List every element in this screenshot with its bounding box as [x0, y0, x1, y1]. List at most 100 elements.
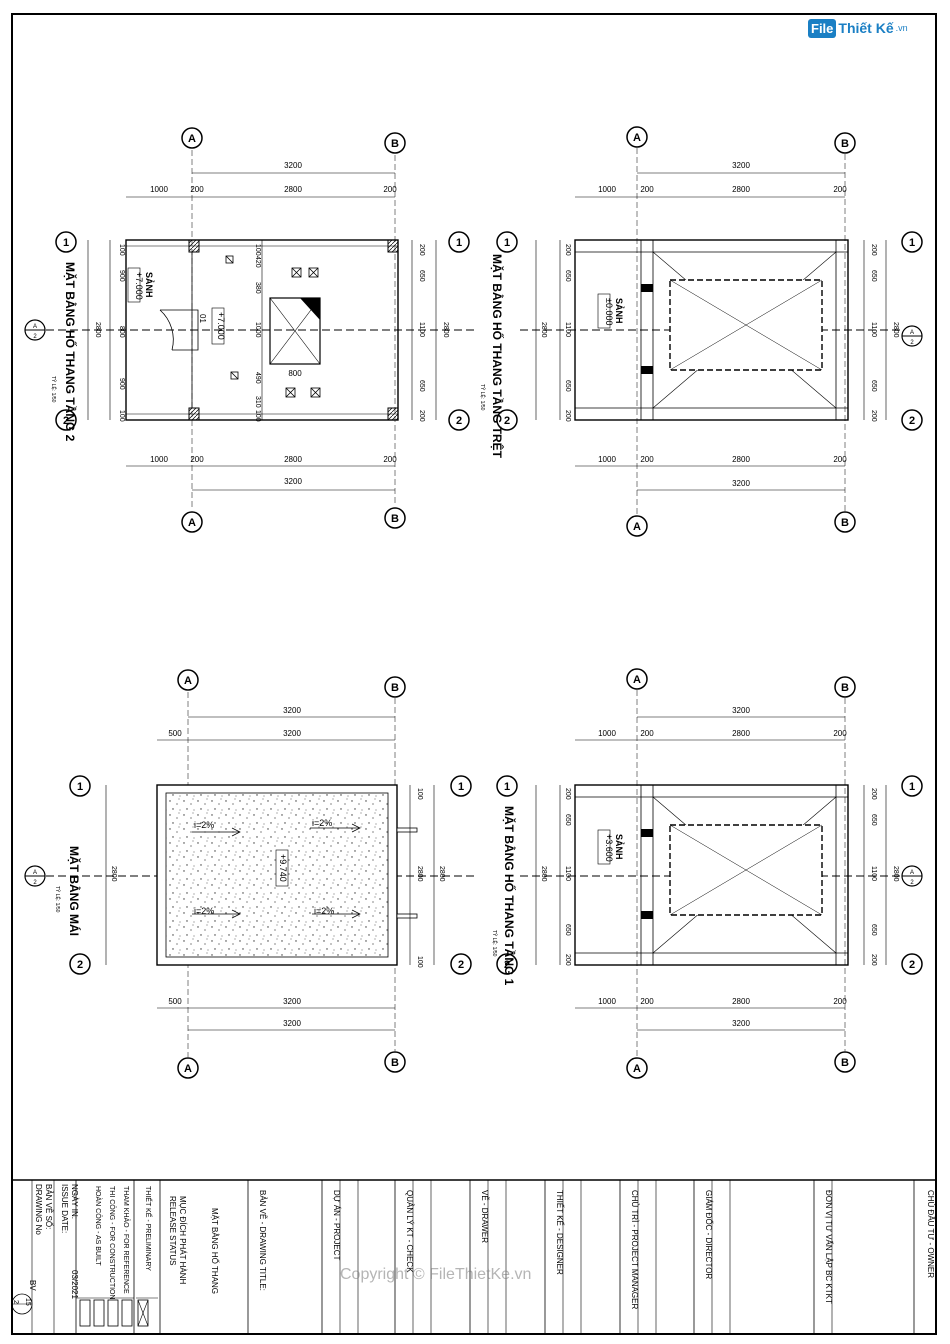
- drawing-label: DỰ ÁN - PROJECT: [332, 1190, 341, 1261]
- drawing-label: 200: [418, 410, 425, 422]
- drawing-label: B: [391, 1057, 399, 1069]
- drawing-label: 1: [63, 237, 69, 249]
- drawing-label: 200: [564, 244, 571, 256]
- drawing-label: SẢNH: [614, 298, 625, 324]
- drawing-label: 1: [458, 781, 464, 793]
- drawing-label: 2: [458, 959, 464, 971]
- drawing-label: 200: [564, 788, 571, 800]
- drawing-label: 380: [254, 282, 261, 294]
- drawing-label: 420: [254, 256, 261, 268]
- drawing-label: 200: [870, 954, 877, 966]
- drawing-label: 2800: [442, 322, 449, 338]
- drawing-label: VẼ - DRAWER: [480, 1190, 489, 1243]
- drawing-label: 650: [418, 270, 425, 282]
- drawing-label: 3200: [732, 1019, 750, 1028]
- drawing-label: 3200: [283, 1019, 301, 1028]
- drawing-label: 2: [910, 340, 914, 346]
- drawing-label: 2800: [732, 729, 750, 738]
- drawing-label: B: [841, 1057, 849, 1069]
- drawing-label: 2800: [110, 866, 117, 882]
- drawing-label: 15: [24, 1298, 31, 1306]
- drawing-label: SẢNH: [614, 834, 625, 860]
- drawing-label: TỶ LỆ: 1/50: [50, 376, 58, 403]
- drawing-label: 2: [33, 880, 37, 886]
- drawing-label: 500: [168, 997, 182, 1006]
- drawing-label: 200: [870, 410, 877, 422]
- drawing-label: THIẾT KẾ - DESIGNER: [555, 1190, 565, 1275]
- grid-bubble-1: 1: [448, 231, 470, 253]
- drawing-label: 2800: [732, 455, 750, 464]
- plan-ground: A B A B 1 2 1 2 A2 3200: [479, 126, 923, 537]
- drawing-label: A: [633, 521, 641, 533]
- drawing-label: A: [633, 1063, 641, 1075]
- drawing-label: 2800: [732, 185, 750, 194]
- drawing-label: B: [841, 517, 849, 529]
- drawing-label: 2: [909, 415, 915, 427]
- drawing-label: 100: [416, 788, 423, 800]
- plan-title: MẶT BẰNG HỐ THANG TẦNG 2: [63, 262, 78, 442]
- drawing-label: BẢN VẼ - DRAWING TITLE:: [258, 1190, 267, 1291]
- drawing-label: 2: [12, 1300, 19, 1304]
- drawing-label: TỶ LỆ: 1/50: [54, 886, 62, 913]
- drawing-label: 800: [288, 369, 302, 378]
- drawing-label: A: [33, 870, 37, 876]
- drawing-label: 200: [190, 455, 204, 464]
- drawing-label: 2800: [438, 866, 445, 882]
- drawing-label: 2800: [416, 866, 423, 882]
- drawing-label: 2: [63, 415, 69, 427]
- drawing-label: 1100: [564, 322, 571, 337]
- drawing-label: THAM KHẢO - FOR REFERENCE: [122, 1186, 131, 1294]
- drawing-label: A: [910, 870, 914, 876]
- drawing-label: 1: [456, 237, 462, 249]
- drawing-label: BV: [28, 1280, 37, 1291]
- grid-bubble-B: B: [384, 132, 406, 154]
- drawing-label: DRAWING No: [34, 1184, 43, 1235]
- logo-text: Thiết Kế: [838, 20, 894, 36]
- drawing-label: 650: [564, 814, 571, 826]
- drawing-label: 1000: [598, 729, 616, 738]
- drawing-label: 1100: [564, 866, 571, 881]
- drawing-label: 2: [456, 415, 462, 427]
- drawing-label: 200: [383, 185, 397, 194]
- drawing-label: 200: [870, 244, 877, 256]
- grid-bubble-2: 2: [448, 409, 470, 431]
- drawing-label: 2: [910, 880, 914, 886]
- drawing-label: THI CÔNG - FOR CONSTRUCTION: [108, 1186, 117, 1300]
- drawing-label: GIÁM ĐỐC - DIRECTOR: [704, 1190, 714, 1279]
- drawing-label: 900: [118, 270, 125, 282]
- drawing-label: 200: [564, 954, 571, 966]
- drawing-label: 100: [118, 410, 125, 422]
- drawing-label: 1: [77, 781, 83, 793]
- plan-title: MẶT BẰNG HỐ THANG TẦNG 1: [502, 806, 517, 986]
- grid-bubble-1: 1: [55, 231, 77, 253]
- drawing-label: 1000: [598, 455, 616, 464]
- title-block: [11, 1179, 936, 1334]
- drawing-label: 650: [870, 814, 877, 826]
- drawing-label: HOÀN CÔNG - AS BUILT: [94, 1186, 103, 1266]
- drawing-label: 1: [909, 781, 915, 793]
- grid-bubble-A: A: [181, 127, 203, 149]
- plan-title: MẶT BẰNG HỐ THANG TẦNG TRỆT: [490, 254, 505, 459]
- drawing-label: B: [391, 138, 399, 150]
- drawing-label: 3200: [732, 479, 750, 488]
- drawing-label: 2: [33, 334, 37, 340]
- drawing-label: 1000: [254, 322, 261, 338]
- drawing-label: A: [184, 1063, 192, 1075]
- drawing-label: TỶ LỆ: 1/50: [491, 930, 499, 957]
- drawing-label: RELEASE STATUS: [168, 1196, 177, 1266]
- drawing-label: 100: [118, 244, 125, 256]
- drawing-label: 3200: [283, 729, 301, 738]
- drawing-label: 1: [909, 237, 915, 249]
- drawing-label: 2: [909, 959, 915, 971]
- title-block-text: CHỦ ĐẦU TƯ - OWNER ĐƠN VỊ TƯ VẤN LẬP BC …: [12, 1184, 936, 1309]
- drawing-label: i=2%: [314, 906, 334, 916]
- drawing-label: 200: [870, 788, 877, 800]
- drawing-label: 2800: [732, 997, 750, 1006]
- drawing-label: 1000: [150, 185, 168, 194]
- drawing-label: B: [391, 682, 399, 694]
- drawing-label: 03/2021: [70, 1270, 79, 1299]
- drawing-label: +7.000: [134, 272, 144, 300]
- drawing-label: 650: [870, 380, 877, 392]
- drawing-label: 200: [640, 455, 654, 464]
